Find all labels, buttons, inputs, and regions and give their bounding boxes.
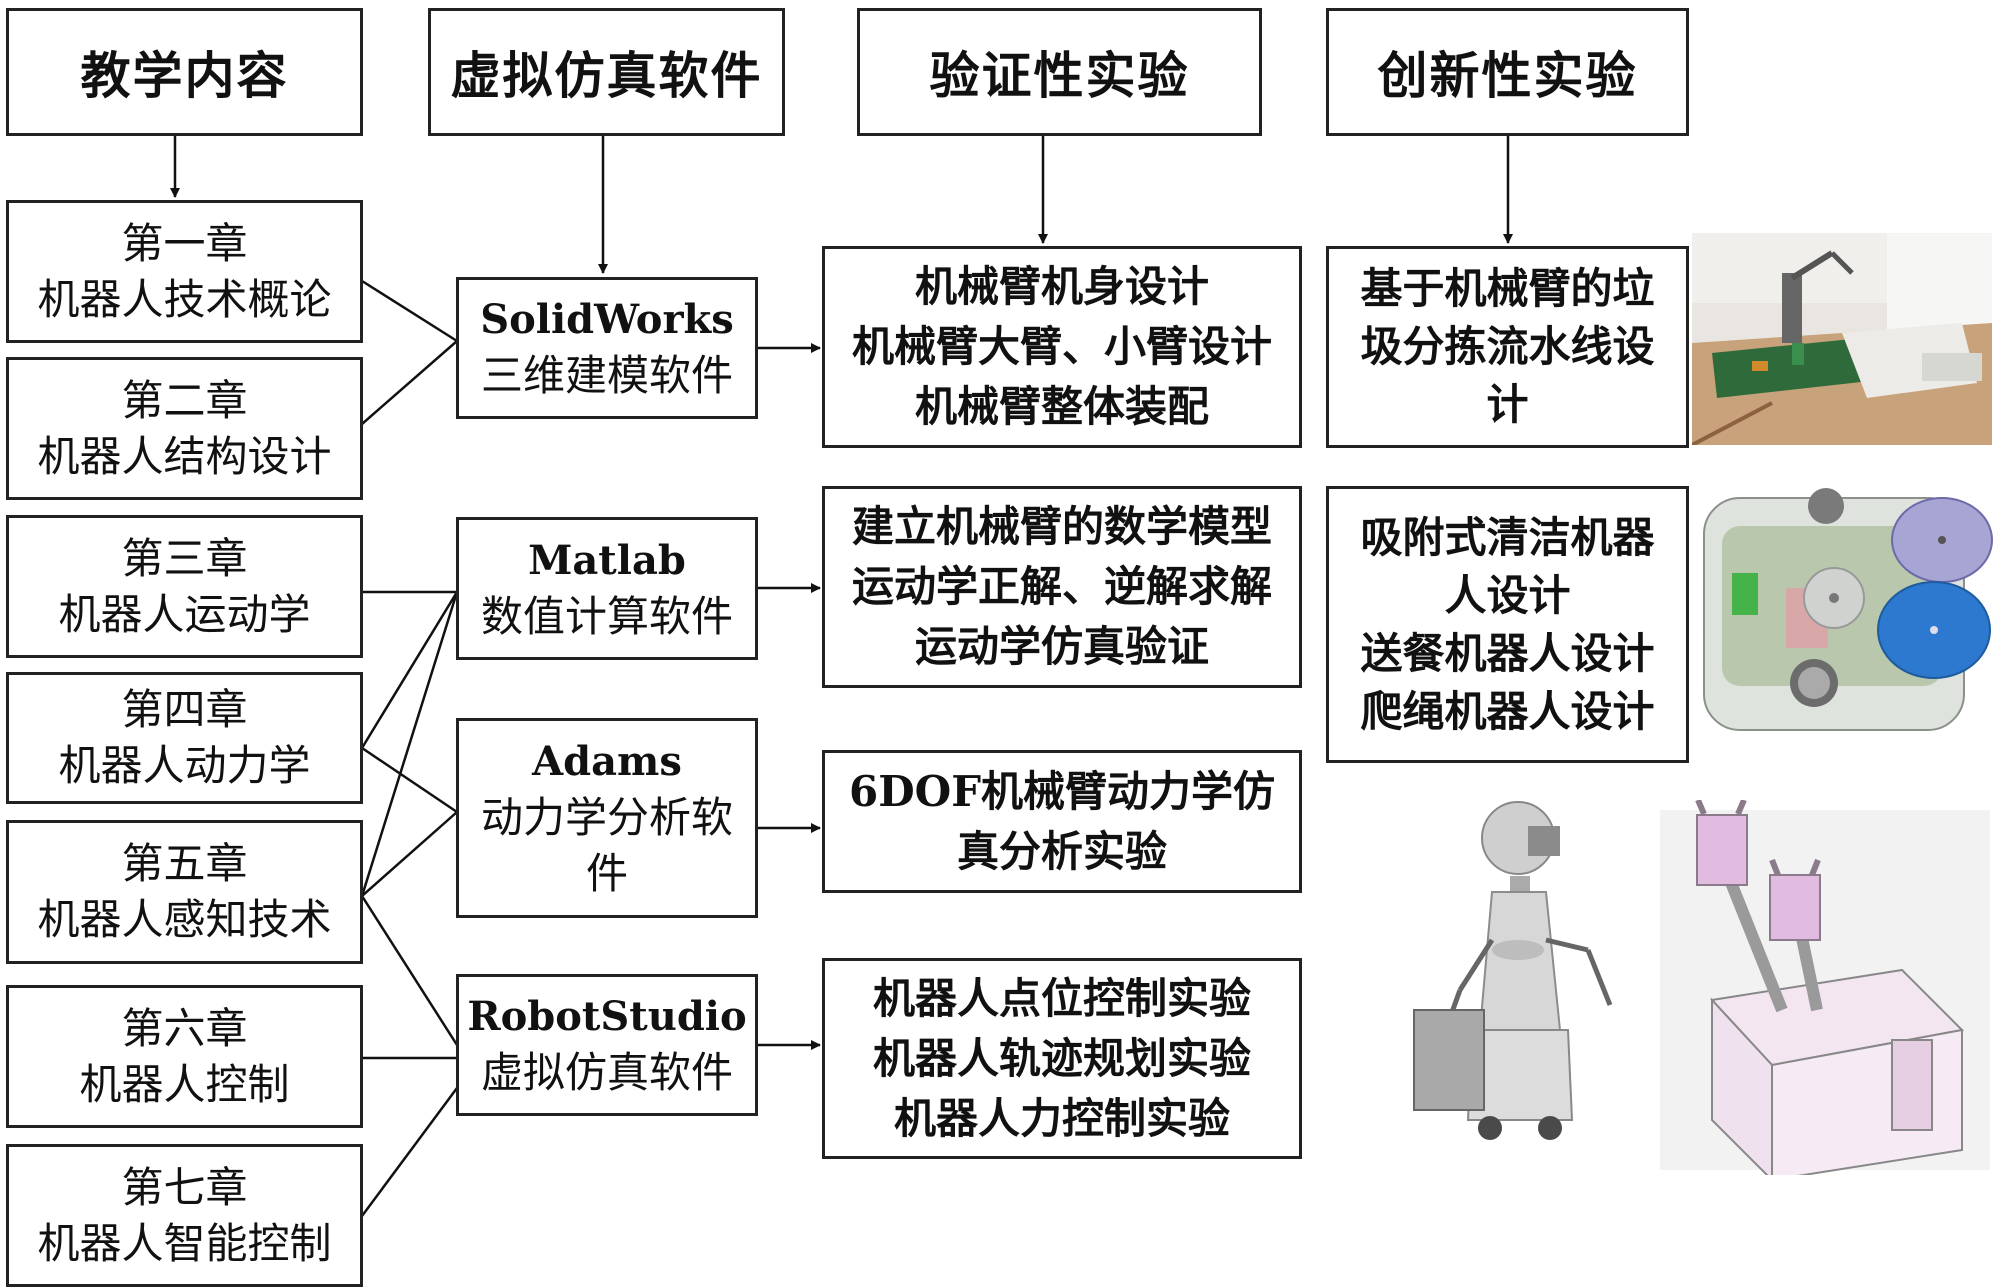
experiment-kinematics: 建立机械臂的数学模型 运动学正解、逆解求解 运动学仿真验证 [822, 486, 1302, 688]
software-name: Matlab [528, 536, 686, 584]
experiment-line: 机器人轨迹规划实验 [872, 1033, 1251, 1083]
line-ch5-adams [361, 811, 458, 897]
chapter-title: 机器人运动学 [58, 589, 311, 639]
experiment-line: 运动学仿真验证 [914, 622, 1209, 671]
innovation-line: 基于机械臂的垃 [1360, 264, 1655, 313]
chapter-title: 机器人控制 [79, 1059, 290, 1109]
header-simulation-software: 虚拟仿真软件 [428, 8, 785, 136]
experiment-arm-design: 机械臂机身设计 机械臂大臂、小臂设计 机械臂整体装配 [822, 246, 1302, 448]
innovation-line: 圾分拣流水线设 [1360, 322, 1655, 371]
chapter-title: 机器人动力学 [58, 741, 311, 790]
header-software-label: 虚拟仿真软件 [450, 46, 763, 105]
experiment-line: 机器人点位控制实验 [872, 973, 1251, 1023]
software-desc: 数值计算软件 [480, 591, 733, 641]
chapter-1: 第一章 机器人技术概论 [6, 200, 363, 343]
rope-robot-render [1660, 800, 1990, 1175]
experiment-control: 机器人点位控制实验 机器人轨迹规划实验 机器人力控制实验 [822, 958, 1302, 1159]
innovation-line: 吸附式清洁机器 [1360, 512, 1655, 562]
line-ch1-solidworks [361, 279, 458, 343]
innovation-line: 人设计 [1444, 570, 1571, 620]
line-ch5-matlab [360, 591, 459, 897]
chapter-7: 第七章 机器人智能控制 [6, 1144, 363, 1287]
line-ch7-robotstudio [360, 1087, 459, 1217]
header-verify-label: 验证性实验 [929, 46, 1190, 105]
experiment-line: 机器人力控制实验 [893, 1093, 1230, 1143]
innovation-sorting-line: 基于机械臂的垃 圾分拣流水线设 计 [1326, 246, 1689, 448]
chapter-number: 第五章 [121, 839, 248, 888]
experiment-dynamics: 6DOF机械臂动力学仿 真分析实验 [822, 750, 1302, 893]
experiment-line: 建立机械臂的数学模型 [851, 502, 1272, 551]
chapter-number: 第六章 [121, 1003, 248, 1053]
software-name: SolidWorks [480, 296, 734, 343]
cleaning-robot-render [1696, 478, 1996, 740]
software-desc-line1: 动力学分析软 [480, 793, 733, 842]
software-matlab: Matlab 数值计算软件 [456, 517, 758, 660]
chapter-3: 第三章 机器人运动学 [6, 515, 363, 658]
header-teaching-label: 教学内容 [80, 46, 289, 105]
innovation-line: 送餐机器人设计 [1360, 628, 1655, 678]
chapter-number: 第二章 [121, 375, 248, 425]
software-desc: 虚拟仿真软件 [480, 1048, 733, 1097]
header-verification-experiment: 验证性实验 [857, 8, 1262, 136]
chapter-2: 第二章 机器人结构设计 [6, 357, 363, 500]
chapter-title: 机器人技术概论 [37, 274, 332, 324]
header-innovation-experiment: 创新性实验 [1326, 8, 1689, 136]
experiment-line: 运动学正解、逆解求解 [851, 562, 1272, 611]
innovation-robots: 吸附式清洁机器 人设计 送餐机器人设计 爬绳机器人设计 [1326, 486, 1689, 763]
line-ch5-robotstudio [360, 895, 459, 1046]
line-ch4-matlab [360, 591, 459, 749]
experiment-line: 真分析实验 [956, 826, 1167, 876]
chapter-6: 第六章 机器人控制 [6, 985, 363, 1128]
chapter-title: 机器人结构设计 [37, 431, 332, 481]
chapter-title: 机器人智能控制 [37, 1218, 332, 1268]
software-desc-line2: 件 [585, 849, 628, 898]
software-adams: Adams 动力学分析软 件 [456, 718, 758, 918]
line-ch4-adams [361, 746, 458, 814]
software-name: Adams [532, 738, 682, 785]
software-robotstudio: RobotStudio 虚拟仿真软件 [456, 974, 758, 1116]
chapter-number: 第四章 [121, 685, 248, 734]
chapter-4: 第四章 机器人动力学 [6, 672, 363, 804]
header-innovate-label: 创新性实验 [1377, 46, 1638, 105]
header-teaching-content: 教学内容 [6, 8, 363, 136]
sorting-line-photo [1692, 233, 1992, 445]
chapter-5: 第五章 机器人感知技术 [6, 820, 363, 964]
service-robot-render [1413, 801, 1613, 1140]
software-solidworks: SolidWorks 三维建模软件 [456, 277, 758, 419]
chapter-title: 机器人感知技术 [37, 895, 332, 944]
software-name: RobotStudio [467, 993, 747, 1040]
chapter-number: 第七章 [121, 1162, 248, 1212]
chapter-number: 第三章 [121, 533, 248, 583]
chapter-number: 第一章 [121, 218, 248, 268]
software-desc: 三维建模软件 [480, 351, 733, 400]
experiment-line: 机械臂机身设计 [914, 262, 1209, 311]
experiment-line: 机械臂整体装配 [914, 382, 1209, 431]
innovation-line: 计 [1486, 380, 1529, 429]
innovation-line: 爬绳机器人设计 [1360, 686, 1655, 736]
experiment-line: 机械臂大臂、小臂设计 [851, 322, 1272, 371]
line-ch2-solidworks [361, 340, 458, 425]
experiment-line: 6DOF机械臂动力学仿 [848, 766, 1276, 816]
